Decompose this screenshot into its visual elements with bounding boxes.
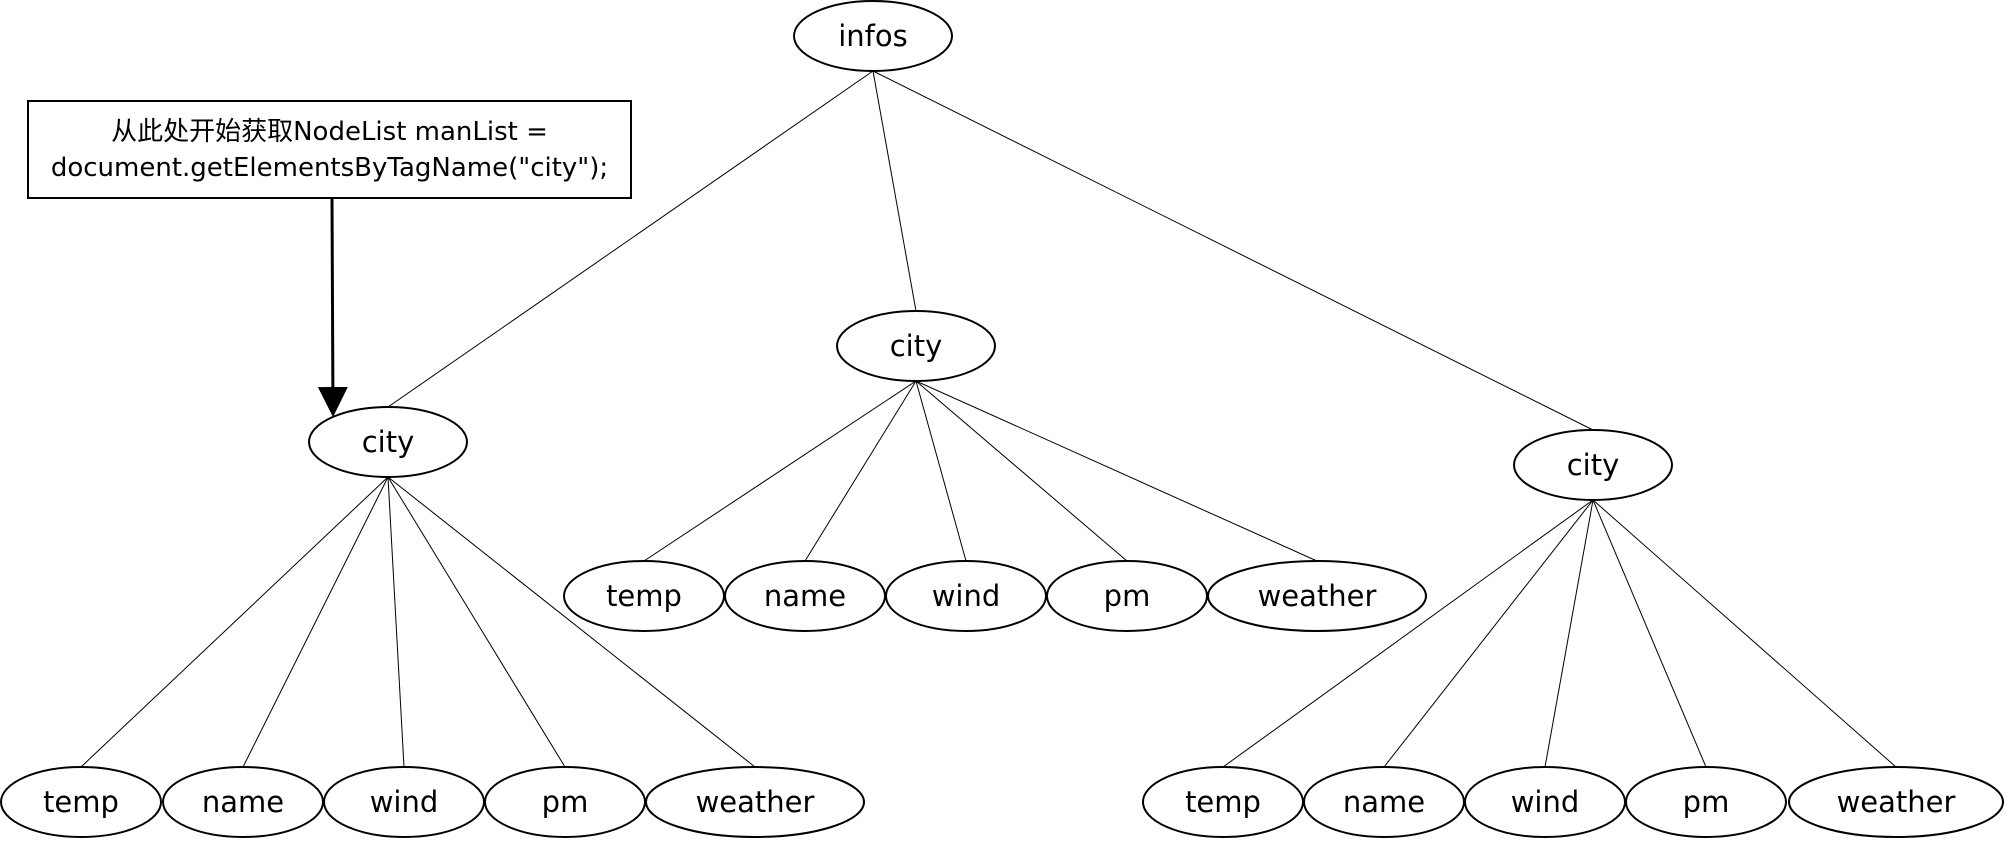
svg-text:pm: pm <box>542 785 589 819</box>
svg-text:name: name <box>1343 785 1425 819</box>
node-city-2-pm: pm <box>1046 560 1208 632</box>
node-city-3: city <box>1513 429 1673 501</box>
edge-city-2-wind <box>915 380 967 562</box>
node-city-1: city <box>308 406 468 478</box>
callout-line-1: 从此处开始获取NodeList manList = <box>111 116 548 147</box>
svg-text:name: name <box>764 579 846 613</box>
node-city-1-weather: weather <box>645 766 865 838</box>
edge-city-1-temp <box>80 476 389 768</box>
edge-city-1-wind <box>387 476 405 768</box>
node-city-3-name: name <box>1303 766 1465 838</box>
svg-text:weather: weather <box>1258 579 1377 613</box>
edge-city-3-temp <box>1222 499 1594 768</box>
callout-arrow <box>317 198 348 417</box>
svg-text:name: name <box>202 785 284 819</box>
svg-text:weather: weather <box>1837 785 1956 819</box>
svg-text:pm: pm <box>1683 785 1730 819</box>
node-city-2-weather: weather <box>1207 560 1427 632</box>
svg-text:wind: wind <box>370 785 439 819</box>
svg-text:city: city <box>1567 448 1620 482</box>
edge-city-3-weather <box>1592 499 1897 768</box>
svg-text:temp: temp <box>1185 785 1261 819</box>
svg-text:city: city <box>890 329 943 363</box>
edge-city-1-name <box>242 476 389 768</box>
svg-text:city: city <box>362 425 415 459</box>
node-city-3-temp: temp <box>1142 766 1304 838</box>
node-city-3-weather: weather <box>1788 766 2004 838</box>
callout-box: 从此处开始获取NodeList manList = document.getEl… <box>27 100 632 199</box>
node-city-3-wind: wind <box>1464 766 1626 838</box>
edge-city-1-pm <box>387 476 566 768</box>
edge-city-1-weather <box>387 476 756 768</box>
node-city-2-name: name <box>724 560 886 632</box>
node-city-2: city <box>836 310 996 382</box>
edge-city-2-pm <box>915 380 1128 562</box>
node-city-2-temp: temp <box>563 560 725 632</box>
node-infos: infos <box>793 0 953 72</box>
node-city-2-wind: wind <box>885 560 1047 632</box>
node-city-3-pm: pm <box>1625 766 1787 838</box>
node-city-1-name: name <box>162 766 324 838</box>
edge-infos-city-3 <box>872 70 1594 431</box>
svg-text:temp: temp <box>606 579 682 613</box>
edge-city-3-pm <box>1592 499 1707 768</box>
edge-city-2-name <box>804 380 917 562</box>
node-city-1-temp: temp <box>0 766 162 838</box>
svg-text:weather: weather <box>696 785 815 819</box>
svg-text:infos: infos <box>838 19 908 53</box>
edge-infos-city-1 <box>387 70 874 408</box>
svg-text:wind: wind <box>1511 785 1580 819</box>
edge-city-2-temp <box>643 380 917 562</box>
node-city-1-pm: pm <box>484 766 646 838</box>
svg-text:wind: wind <box>932 579 1001 613</box>
svg-text:temp: temp <box>43 785 119 819</box>
node-city-1-wind: wind <box>323 766 485 838</box>
edge-infos-city-2 <box>872 70 917 312</box>
svg-text:pm: pm <box>1104 579 1151 613</box>
callout-line-2: document.getElementsByTagName("city"); <box>50 152 609 183</box>
edge-city-3-wind <box>1544 499 1594 768</box>
edge-city-3-name <box>1383 499 1594 768</box>
edge-city-2-weather <box>915 380 1318 562</box>
